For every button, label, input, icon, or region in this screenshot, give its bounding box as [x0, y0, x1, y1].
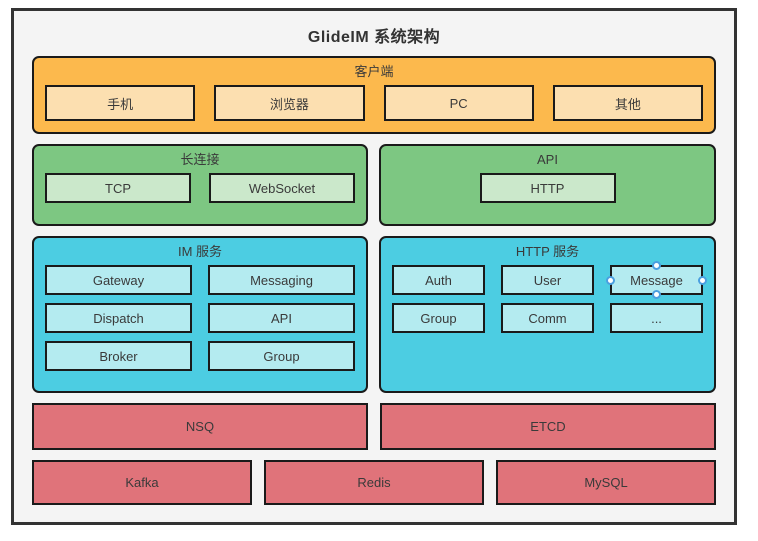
resize-handle-top[interactable] [652, 261, 661, 270]
node-im-group[interactable]: Group [208, 341, 355, 371]
layer-client: 客户端 手机 浏览器 PC 其他 [32, 56, 716, 134]
node-websocket[interactable]: WebSocket [209, 173, 355, 203]
node-http-more[interactable]: ... [610, 303, 703, 333]
group-http-service[interactable]: HTTP 服务 Auth User Message Group Comm ... [379, 236, 716, 393]
node-http-group[interactable]: Group [392, 303, 485, 333]
node-http-user[interactable]: User [501, 265, 594, 295]
node-client-pc[interactable]: PC [383, 85, 534, 121]
node-http-message[interactable]: Message [606, 261, 707, 299]
node-client-browser[interactable]: 浏览器 [214, 85, 365, 121]
node-im-messaging[interactable]: Messaging [208, 265, 355, 295]
diagram-canvas[interactable]: GlideIM 系统架构 客户端 手机 浏览器 PC 其他 长连接 TCP We… [11, 8, 737, 525]
node-im-api[interactable]: API [208, 303, 355, 333]
node-http-auth[interactable]: Auth [392, 265, 485, 295]
node-redis[interactable]: Redis [264, 460, 484, 505]
layer-middleware: NSQ ETCD [32, 403, 716, 450]
group-api[interactable]: API HTTP [379, 144, 716, 226]
node-etcd[interactable]: ETCD [380, 403, 716, 450]
layer-service: IM 服务 Gateway Messaging Dispatch API Bro… [32, 236, 716, 393]
node-client-other[interactable]: 其他 [552, 85, 703, 121]
resize-handle-bottom[interactable] [652, 290, 661, 299]
layer-storage: Kafka Redis MySQL [32, 460, 716, 505]
node-http-message-label: Message [630, 272, 683, 288]
resize-handle-right[interactable] [698, 275, 707, 285]
node-im-gateway[interactable]: Gateway [45, 265, 192, 295]
group-client[interactable]: 客户端 手机 浏览器 PC 其他 [32, 56, 716, 134]
group-long-connection-title: 长连接 [180, 152, 220, 167]
node-tcp[interactable]: TCP [45, 173, 191, 203]
resize-handle-left[interactable] [606, 275, 615, 285]
node-kafka[interactable]: Kafka [32, 460, 252, 505]
group-long-connection[interactable]: 长连接 TCP WebSocket [32, 144, 368, 226]
node-im-dispatch[interactable]: Dispatch [45, 303, 192, 333]
node-http[interactable]: HTTP [479, 173, 616, 203]
group-api-title: API [537, 152, 558, 167]
group-client-title: 客户端 [354, 64, 394, 79]
node-client-mobile[interactable]: 手机 [45, 85, 196, 121]
group-im-service-title: IM 服务 [177, 244, 223, 259]
page-title: GlideIM 系统架构 [307, 29, 441, 46]
node-mysql[interactable]: MySQL [496, 460, 716, 505]
node-nsq[interactable]: NSQ [32, 403, 368, 450]
node-http-comm[interactable]: Comm [501, 303, 594, 333]
group-http-service-title: HTTP 服务 [515, 244, 580, 259]
node-im-broker[interactable]: Broker [45, 341, 192, 371]
group-im-service[interactable]: IM 服务 Gateway Messaging Dispatch API Bro… [32, 236, 368, 393]
layer-connection: 长连接 TCP WebSocket API HTTP [32, 144, 716, 226]
